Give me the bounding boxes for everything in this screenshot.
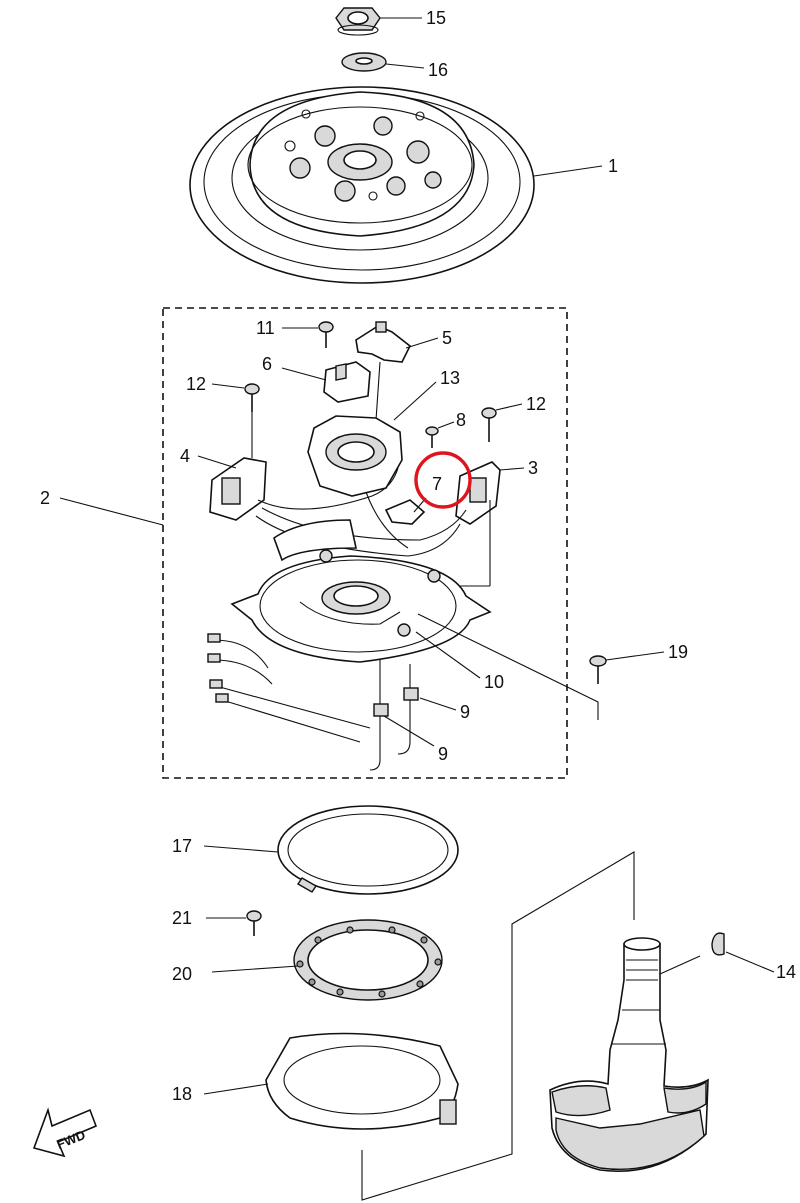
part-8-screw[interactable] xyxy=(425,426,439,448)
leader-18 xyxy=(203,1083,269,1095)
callout-17: 17 xyxy=(172,836,192,856)
part-20-plate[interactable] xyxy=(293,919,443,1001)
callout-10: 10 xyxy=(484,672,504,692)
callout-9b: 9 xyxy=(438,744,448,764)
callout-14: 14 xyxy=(776,962,796,982)
lead-wire-harness xyxy=(207,633,411,771)
part-11-screw[interactable] xyxy=(318,321,334,348)
part-stator-base[interactable] xyxy=(230,519,492,663)
part-9-grommet-upper[interactable] xyxy=(403,687,419,701)
part-19-screw[interactable] xyxy=(589,655,607,684)
leader-17 xyxy=(203,845,279,853)
part-1-flywheel[interactable] xyxy=(189,86,535,284)
callout-13: 13 xyxy=(440,368,460,388)
callout-16: 16 xyxy=(428,60,448,80)
leader-6 xyxy=(281,367,327,381)
callout-6: 6 xyxy=(262,354,272,374)
part-17-ring[interactable] xyxy=(277,805,459,895)
callout-4: 4 xyxy=(180,446,190,466)
leader-5 xyxy=(405,337,439,349)
callout-3: 3 xyxy=(528,458,538,478)
stator-wiring xyxy=(255,467,491,587)
part-16-washer[interactable] xyxy=(341,52,387,72)
fwd-arrow-icon: FWD xyxy=(32,1107,98,1158)
callout-15: 15 xyxy=(426,8,446,28)
leader-12a xyxy=(211,383,245,389)
part-3-coil[interactable] xyxy=(455,461,501,525)
part-9-grommet-lower[interactable] xyxy=(373,703,389,717)
part-5-sensor[interactable] xyxy=(355,321,412,421)
callout-9a: 9 xyxy=(460,702,470,722)
callout-18: 18 xyxy=(172,1084,192,1104)
leader-1 xyxy=(533,165,603,177)
leader-14-shaft xyxy=(659,955,701,975)
part-4-coil[interactable] xyxy=(209,412,267,521)
leader-10 xyxy=(415,631,481,679)
callout-12b: 12 xyxy=(526,394,546,414)
part-14-key[interactable] xyxy=(711,932,725,956)
assembly-2-boundary xyxy=(162,307,568,779)
highlight-circle-part-7 xyxy=(414,451,472,509)
leader-20 xyxy=(211,965,299,973)
callout-2: 2 xyxy=(40,488,50,508)
callout-8: 8 xyxy=(456,410,466,430)
leader-13 xyxy=(393,381,437,421)
callout-12a: 12 xyxy=(186,374,206,394)
leader-2 xyxy=(59,497,164,526)
callout-21: 21 xyxy=(172,908,192,928)
leader-9b xyxy=(383,715,435,747)
leader-12b xyxy=(495,403,523,411)
leader-19 xyxy=(605,651,665,661)
leader-19-path xyxy=(417,613,599,720)
part-crankshaft[interactable] xyxy=(549,937,709,1172)
part-12-screw-left[interactable] xyxy=(244,383,260,412)
callout-20: 20 xyxy=(172,964,192,984)
part-6-bracket[interactable] xyxy=(323,361,371,403)
leader-9a xyxy=(419,697,457,711)
callout-11: 11 xyxy=(256,318,275,338)
leader-3 xyxy=(499,467,525,471)
leader-8 xyxy=(437,421,455,429)
leader-14 xyxy=(725,951,775,973)
callout-5: 5 xyxy=(442,328,452,348)
callout-19: 19 xyxy=(668,642,688,662)
part-13-coil[interactable] xyxy=(307,415,403,497)
part-18-gasket[interactable] xyxy=(265,1032,459,1130)
part-15-nut[interactable] xyxy=(335,7,381,36)
callout-7: 7 xyxy=(432,474,442,494)
leader-4 xyxy=(197,455,237,469)
crank-reference-lines xyxy=(361,851,635,1201)
callout-1: 1 xyxy=(608,156,618,176)
leader-16 xyxy=(385,63,425,69)
part-7-clamp[interactable] xyxy=(384,499,426,525)
part-21-screw[interactable] xyxy=(246,910,262,936)
part-12-screw-right[interactable] xyxy=(481,407,497,442)
